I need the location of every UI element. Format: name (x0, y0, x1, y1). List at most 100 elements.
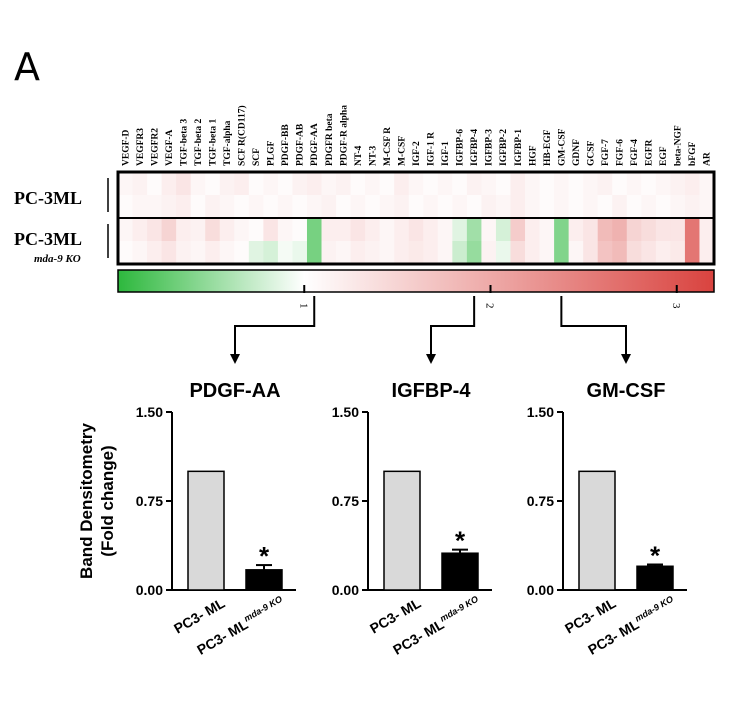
heatmap-column-label: PDGFR beta (325, 113, 335, 166)
heatmap-cell (612, 172, 628, 196)
heatmap-cell (423, 195, 439, 219)
heatmap-cell (277, 195, 293, 219)
heatmap-cell (597, 218, 613, 242)
heatmap-cell (336, 195, 352, 219)
heatmap-cell (321, 241, 337, 265)
heatmap-cell (234, 218, 250, 242)
x-tick-label-superscript: mda-9 KO (633, 594, 675, 624)
y-tick-label: 0.00 (527, 582, 554, 598)
heatmap-row-sublabel: mda-9 KO (34, 253, 81, 265)
heatmap-cell (437, 195, 453, 219)
heatmap-cell (408, 218, 424, 242)
colorbar-tick-label: 1 (297, 303, 309, 309)
heatmap-cell (379, 195, 395, 219)
heatmap-cell (161, 172, 177, 196)
heatmap-cell (437, 172, 453, 196)
heatmap-column-label: IGF-1 R (427, 132, 437, 166)
heatmap-cell (248, 218, 264, 242)
heatmap-cell (568, 218, 584, 242)
heatmap-cell (277, 172, 293, 196)
heatmap-column-label: PDGF-AB (296, 123, 306, 166)
heatmap-cell (292, 218, 308, 242)
heatmap-cell (495, 218, 511, 242)
heatmap-cell (597, 241, 613, 265)
heatmap-column-label: bFGF (688, 142, 698, 166)
colorbar-tick-label: 3 (670, 303, 682, 309)
callout-arrowhead (621, 354, 631, 364)
heatmap-cell (132, 218, 148, 242)
callout-arrowhead (426, 354, 436, 364)
heatmap-cell (379, 172, 395, 196)
heatmap-cell (423, 241, 439, 265)
callout-line (430, 296, 476, 356)
heatmap-cell (161, 195, 177, 219)
heatmap-cell (306, 218, 323, 242)
heatmap-cell (408, 195, 424, 219)
heatmap-cell (510, 172, 526, 196)
heatmap-cell (510, 195, 526, 219)
heatmap-cell (161, 241, 177, 265)
heatmap-cell (525, 218, 541, 242)
heatmap-cell (292, 195, 308, 219)
heatmap-cell (423, 172, 439, 196)
heatmap-cell (495, 241, 511, 265)
heatmap-cell (394, 172, 410, 196)
heatmap-cell (336, 172, 352, 196)
heatmap-column-label: EGFR (645, 139, 655, 166)
y-axis-label-line2: (Fold change) (98, 445, 117, 556)
heatmap-cell (684, 241, 700, 265)
y-tick-label: 1.50 (527, 404, 554, 420)
heatmap-column-label: IGF-2 (412, 141, 422, 166)
heatmap-cell (525, 241, 541, 265)
heatmap-column-label: AR (703, 152, 713, 166)
heatmap-cell (321, 172, 337, 196)
heatmap-cell (365, 172, 381, 196)
heatmap-cell (466, 195, 482, 219)
heatmap-cell (699, 241, 715, 265)
heatmap-cell (408, 172, 424, 196)
heatmap-cell (205, 218, 221, 242)
heatmap-column-label: NT-4 (354, 146, 364, 166)
heatmap-column-label: PLGF (267, 140, 277, 166)
heatmap-column-label: TGF-beta 1 (208, 119, 218, 166)
heatmap-cell (641, 218, 657, 242)
callout-line (560, 296, 627, 356)
heatmap-cell (583, 195, 599, 219)
heatmap-cell (641, 241, 657, 265)
significance-star: * (455, 526, 466, 556)
heatmap-column-label: M-CSF (397, 136, 407, 166)
heatmap-cell (525, 195, 541, 219)
heatmap-cell (670, 218, 686, 242)
heatmap-cell (132, 172, 148, 196)
y-tick-label: 0.00 (136, 582, 163, 598)
heatmap-cell (612, 218, 628, 242)
heatmap-cell (205, 241, 221, 265)
heatmap-cell (495, 172, 511, 196)
heatmap-column-label: EGF (659, 146, 669, 166)
heatmap-cell (263, 218, 279, 242)
heatmap-column-label: HB-EGF (543, 129, 553, 166)
heatmap-cell (234, 241, 250, 265)
heatmap-cell (568, 241, 584, 265)
heatmap-column-label: VEGFR2 (150, 128, 160, 166)
heatmap-cell (655, 195, 671, 219)
panel-label: A (14, 45, 40, 89)
heatmap-cell (466, 218, 482, 242)
heatmap-cell (176, 172, 192, 196)
heatmap-cell (626, 241, 642, 265)
heatmap-cell (452, 241, 468, 265)
heatmap-cell (437, 241, 453, 265)
heatmap-cell (118, 241, 134, 265)
x-tick-label-superscript: mda-9 KO (438, 594, 480, 624)
callout-arrows (230, 296, 631, 364)
heatmap-column-label: VEGF-D (121, 129, 131, 166)
heatmap-cell (161, 218, 177, 242)
heatmap-cell (277, 241, 293, 265)
heatmap-cell (583, 172, 599, 196)
